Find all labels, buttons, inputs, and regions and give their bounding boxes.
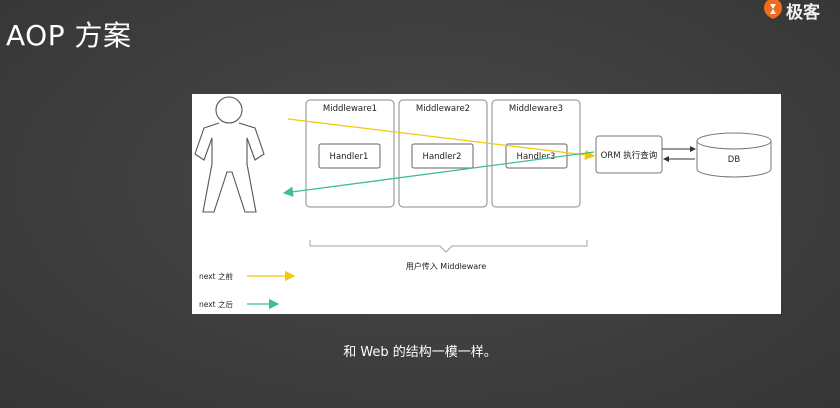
after-next-arrow: [282, 151, 595, 197]
db-cylinder: DB: [696, 132, 772, 178]
brand-logo: 极客: [762, 0, 840, 20]
user-figure: [194, 96, 265, 213]
handler-label: Handler2: [423, 152, 462, 162]
middleware-brace: [309, 240, 588, 253]
orm-box: ORM 执行查询: [595, 135, 663, 174]
middleware-3: Middleware3 Handler3: [491, 99, 581, 208]
handler-label: Handler3: [517, 152, 556, 162]
legend-label-after: next 之后: [199, 299, 233, 309]
middleware-label: Middleware1: [323, 104, 377, 114]
orm-label: ORM 执行查询: [601, 150, 658, 161]
slide-caption: 和 Web 的结构一模一样。: [343, 345, 497, 360]
before-next-arrow: [287, 118, 596, 161]
brand-icon: [764, 0, 782, 19]
middleware-2: Middleware2 Handler2: [398, 99, 488, 208]
brace-label: 用户传入 Middleware: [406, 261, 487, 271]
legend-label-before: next 之前: [199, 271, 233, 281]
brand-text: 极客: [786, 3, 820, 20]
middleware-1: Middleware1 Handler1: [305, 99, 395, 208]
middleware-label: Middleware2: [416, 104, 470, 114]
middleware-label: Middleware3: [509, 104, 563, 114]
handler-label: Handler1: [330, 152, 369, 162]
diagram-canvas: Middleware1 Handler1 Middleware2 Handler…: [194, 96, 772, 310]
db-label: DB: [728, 155, 741, 165]
slide-title: AOP 方案: [6, 19, 132, 52]
legend: next 之前 next 之后: [199, 270, 296, 310]
aop-diagram: Middleware1 Handler1 Middleware2 Handler…: [192, 94, 781, 314]
